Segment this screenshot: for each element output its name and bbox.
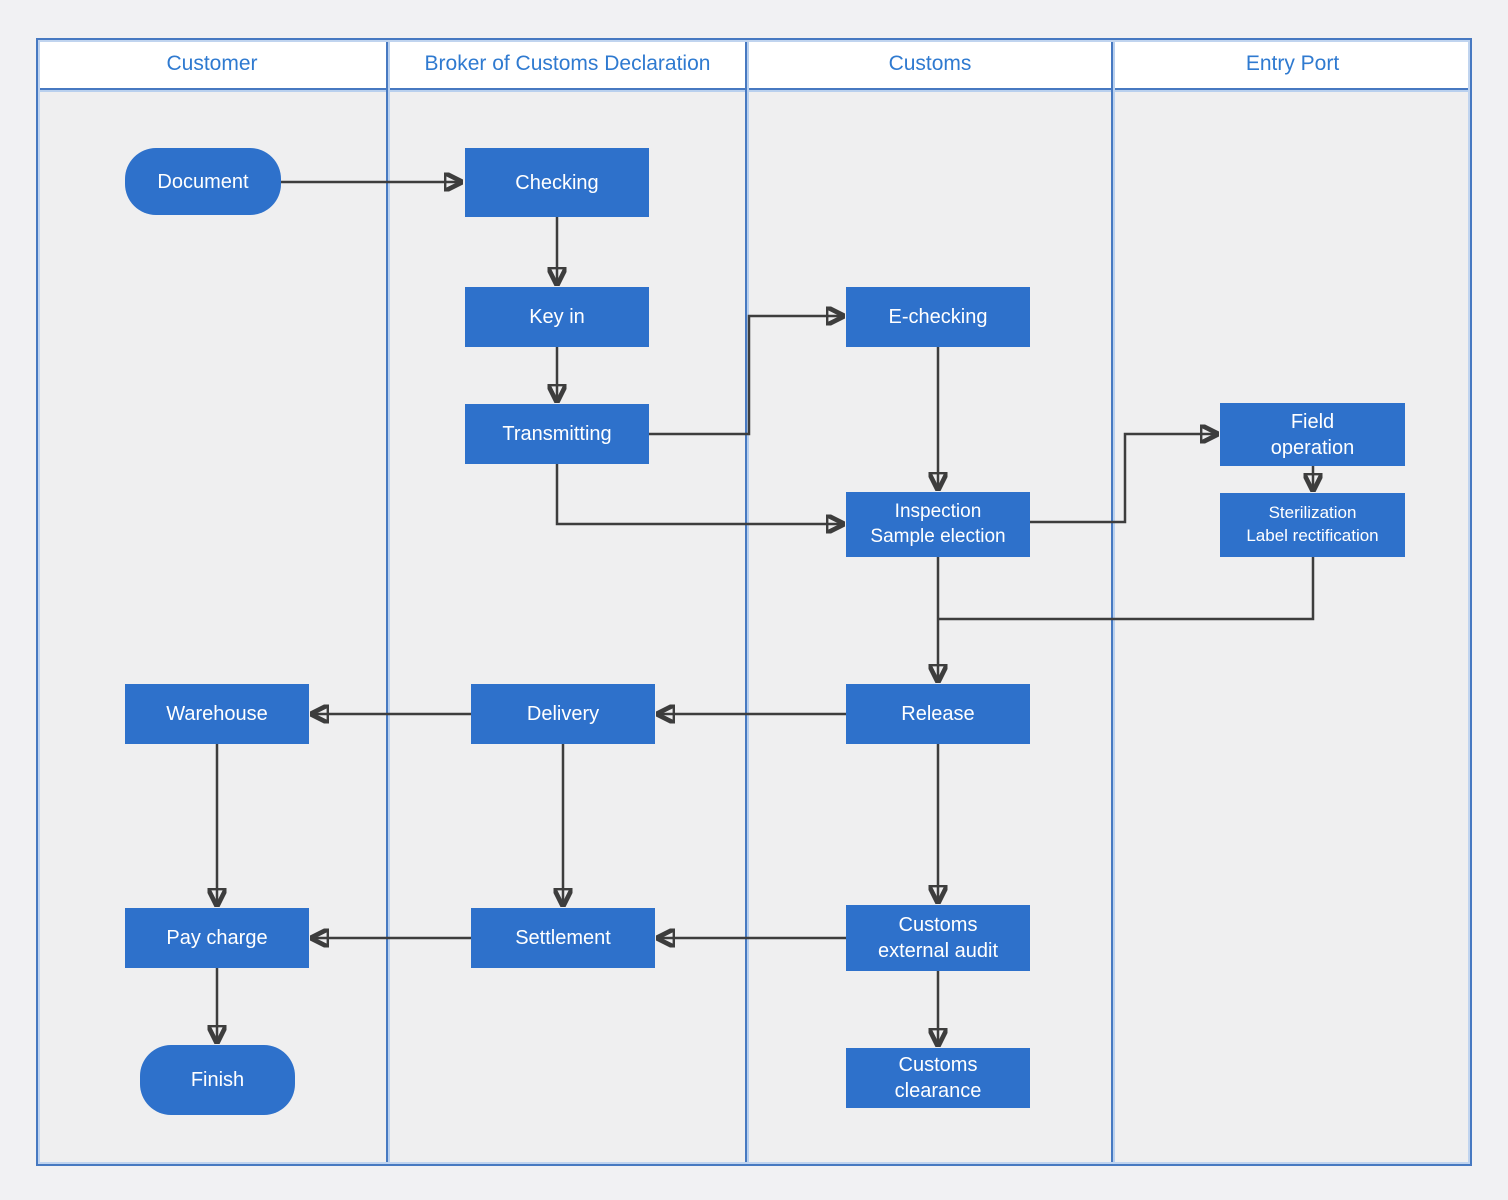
lane-divider-1	[386, 40, 390, 1164]
lane-header-broker: Broker of Customs Declaration	[390, 40, 745, 88]
node-release: Release	[846, 684, 1030, 744]
edge-transmitting-inspection	[555, 464, 842, 524]
node-document: Document	[125, 148, 281, 215]
header-separator	[38, 88, 1470, 92]
node-sterilization-label-rectification: Sterilization Label rectification	[1220, 493, 1405, 557]
node-customs-clearance: Customs clearance	[846, 1048, 1030, 1108]
lane-title: Customs	[888, 51, 972, 75]
node-customs-external-audit: Customs external audit	[846, 905, 1030, 971]
node-pay-charge: Pay charge	[125, 908, 309, 968]
swimlane-table: Customer Broker of Customs Declaration C…	[36, 38, 1472, 1166]
lane-header-row	[38, 40, 1470, 88]
node-checking: Checking	[465, 148, 649, 217]
node-field-operation: Field operation	[1220, 403, 1405, 466]
node-e-checking: E-checking	[846, 287, 1030, 347]
node-inspection-sample-election: Inspection Sample election	[846, 492, 1030, 557]
node-finish: Finish	[140, 1045, 295, 1115]
lane-header-customs: Customs	[749, 40, 1111, 88]
lane-title: Broker of Customs Declaration	[424, 51, 711, 75]
node-delivery: Delivery	[471, 684, 655, 744]
lane-divider-2	[745, 40, 749, 1164]
node-transmitting: Transmitting	[465, 404, 649, 464]
edge-transmitting-echecking	[649, 316, 842, 436]
node-settlement: Settlement	[471, 908, 655, 968]
node-key-in: Key in	[465, 287, 649, 347]
edge-sterilization-release	[938, 557, 1315, 621]
lane-title: Entry Port	[1245, 51, 1340, 75]
edge-inspection-fieldoperation	[1030, 434, 1216, 524]
lane-divider-3	[1111, 40, 1115, 1164]
node-warehouse: Warehouse	[125, 684, 309, 744]
lane-header-entry-port: Entry Port	[1115, 40, 1470, 88]
lane-header-customer: Customer	[38, 40, 386, 88]
lane-title: Customer	[166, 51, 258, 75]
